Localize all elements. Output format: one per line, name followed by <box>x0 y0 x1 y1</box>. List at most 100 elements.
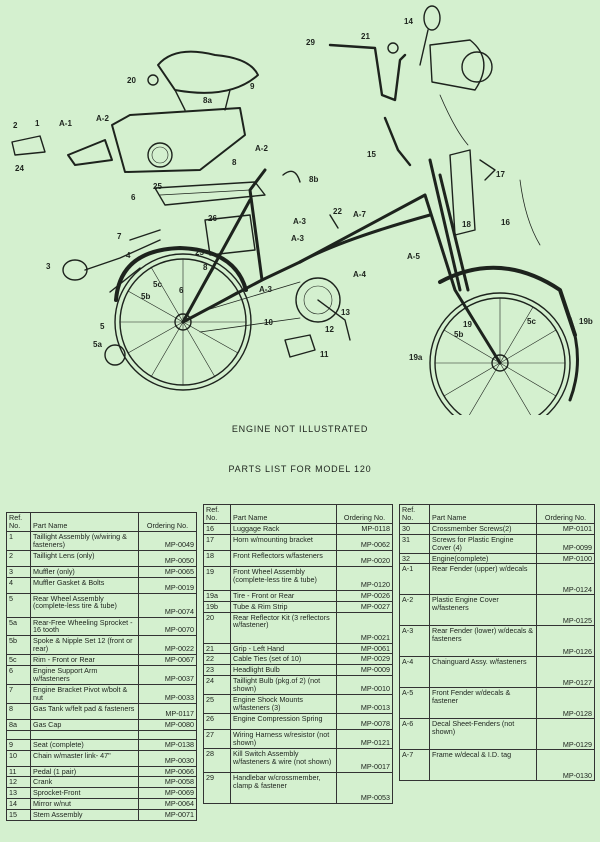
row-ref-cell: 8 <box>6 702 31 720</box>
row-ordering-cell: MP-0071 <box>138 809 197 822</box>
taillight <box>11 135 46 156</box>
row-part-name-cell: Wiring Harness w/resistor (not shown) <box>230 728 337 749</box>
reflector <box>147 74 159 86</box>
luggage-rack <box>154 181 266 206</box>
header-ordering: Ordering No. <box>138 512 197 532</box>
callout-6-top: 6 <box>131 193 136 202</box>
callout-7: 7 <box>117 232 122 241</box>
row-part-name-cell: Crank <box>30 776 139 789</box>
row-ref-cell: 25 <box>203 694 231 714</box>
muffler <box>62 239 161 281</box>
rear-wheel <box>114 246 252 391</box>
row-ordering-cell: MP-0009 <box>336 664 393 677</box>
row-ref-cell: A-4 <box>399 656 430 689</box>
row-ordering-cell: MP-0013 <box>336 694 393 714</box>
seat <box>157 50 259 111</box>
callout-4: 4 <box>126 251 131 260</box>
header-ref: Ref. No. <box>399 504 430 524</box>
callout-8a: 8a <box>203 96 212 105</box>
row-ref-cell: 5b <box>6 635 31 656</box>
row-part-name-cell: Rear Reflector Kit (3 reflectors w/faste… <box>230 611 337 644</box>
row-part-name-cell: Decal Sheet-Fenders (not shown) <box>429 718 537 751</box>
row-ref-cell: 11 <box>6 765 31 778</box>
row-part-name-cell: Plastic Engine Cover w/fasteners <box>429 594 537 627</box>
row-ordering-cell: MP-0069 <box>138 787 197 800</box>
row-part-name-cell: Stem Assembly <box>30 809 139 822</box>
callout-16: 16 <box>501 218 510 227</box>
callout-15: 15 <box>367 150 376 159</box>
engine-arm <box>109 229 161 293</box>
row-ordering-cell: MP-0118 <box>336 522 393 535</box>
callout-5: 5 <box>100 322 105 331</box>
row-part-name-cell: Front Fender w/decals & fastener <box>429 687 537 720</box>
row-part-name-cell: Muffler Gasket & Bolts <box>30 576 139 594</box>
row-ordering-cell: MP-0037 <box>138 665 197 685</box>
row-part-name-cell <box>30 729 139 740</box>
callout-5b-rear: 5b <box>141 292 151 301</box>
row-ref-cell: 18 <box>203 549 231 567</box>
row-part-name-cell: Crossmember Screws(2) <box>429 522 537 535</box>
row-ordering-cell: MP-0067 <box>138 654 197 667</box>
row-ref-cell: 31 <box>399 533 430 554</box>
row-part-name-cell: Chainguard Assy. w/fasteners <box>429 656 537 689</box>
spring <box>282 170 301 183</box>
row-ref-cell: 20 <box>203 611 231 644</box>
row-ordering-cell: MP-0078 <box>336 712 393 730</box>
row-ordering-cell: MP-0066 <box>138 765 197 778</box>
row-ordering-cell: MP-0127 <box>536 656 595 689</box>
row-ref-cell: 10 <box>6 749 31 767</box>
row-ref-cell: 7 <box>6 683 31 704</box>
callout-19b: 19b <box>579 317 593 326</box>
table-header-row: Ref. No. Part Name Ordering No. <box>399 504 595 524</box>
callout-19a: 19a <box>409 353 423 362</box>
callout-2: 2 <box>13 121 18 130</box>
row-ordering-cell: MP-0117 <box>138 702 197 720</box>
row-ref-cell: 8a <box>6 718 31 731</box>
callout-9: 9 <box>250 82 255 91</box>
callout-a7: A-7 <box>353 210 366 219</box>
callout-12: 12 <box>325 325 334 334</box>
chainring <box>199 277 351 358</box>
engine-cover <box>111 107 246 173</box>
header-part: Part Name <box>230 504 337 524</box>
row-part-name-cell: Taillight Bulb (pkg.of 2) (not shown) <box>230 675 337 696</box>
row-ordering-cell: MP-0121 <box>336 728 393 749</box>
row-ordering-cell: MP-0120 <box>336 565 393 591</box>
callout-5b-front: 5b <box>454 330 464 339</box>
callout-8-bottom: 8 <box>203 263 208 272</box>
row-part-name-cell: Tube & Rim Strip <box>230 600 337 613</box>
callout-a4: A-4 <box>353 270 366 279</box>
header-part: Part Name <box>429 504 537 524</box>
row-ordering-cell: MP-0020 <box>336 549 393 567</box>
callout-5c-front: 5c <box>527 317 536 326</box>
row-part-name-cell: Engine(complete) <box>429 552 537 565</box>
row-part-name-cell: Rear Wheel Assembly (complete-less tire … <box>30 592 139 618</box>
row-part-name-cell: Luggage Rack <box>230 522 337 535</box>
row-ref-cell: 32 <box>399 552 430 565</box>
callout-10: 10 <box>264 318 273 327</box>
row-ordering-cell: MP-0021 <box>336 611 393 644</box>
callout-a2-right: A-2 <box>255 144 268 153</box>
row-part-name-cell: Rear Fender (upper) w/decals <box>429 563 537 596</box>
callout-8-top: 8 <box>232 158 237 167</box>
row-ordering-cell: MP-0065 <box>138 565 197 578</box>
row-ordering-cell: MP-0061 <box>336 642 393 655</box>
